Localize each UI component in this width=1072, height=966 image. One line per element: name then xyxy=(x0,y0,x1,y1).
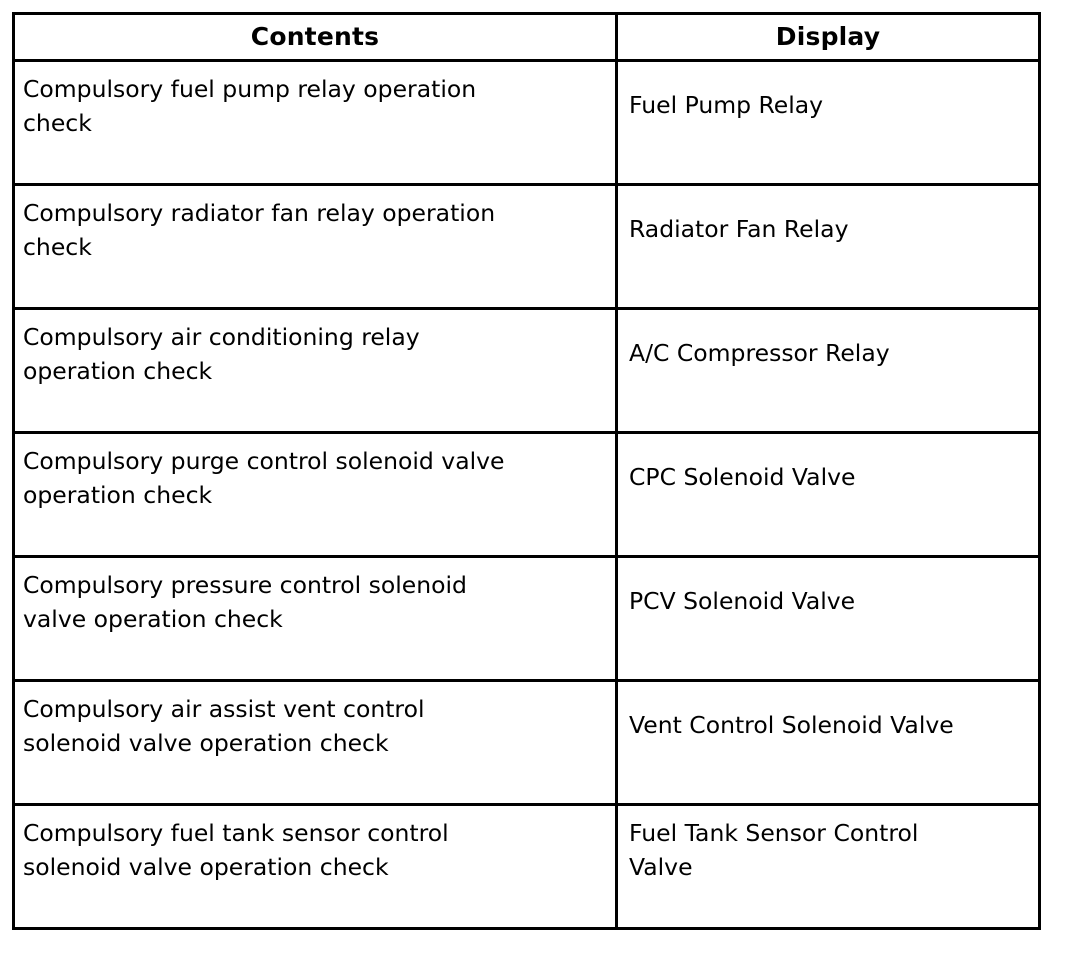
compulsory-operation-check-table: Contents Display Compulsory fuel pump re… xyxy=(12,12,1041,930)
cell-display-text: Fuel Tank Sensor Control Valve xyxy=(629,819,919,881)
cell-contents: Compulsory fuel tank sensor control sole… xyxy=(12,803,618,930)
cell-contents: Compulsory air assist vent control solen… xyxy=(12,679,618,806)
cell-display: Vent Control Solenoid Valve xyxy=(615,679,1041,806)
table-row: Compulsory pressure control solenoid val… xyxy=(12,555,1041,682)
cell-display-text: PCV Solenoid Valve xyxy=(629,587,856,615)
table-body: Compulsory fuel pump relay operation che… xyxy=(12,59,1041,930)
cell-contents: Compulsory air conditioning relay operat… xyxy=(12,307,618,434)
cell-display: Fuel Pump Relay xyxy=(615,59,1041,186)
column-header-display: Display xyxy=(615,12,1041,62)
cell-contents-text: Compulsory air conditioning relay operat… xyxy=(23,323,420,385)
table-row: Compulsory fuel tank sensor control sole… xyxy=(12,803,1041,930)
cell-display-text: Vent Control Solenoid Valve xyxy=(629,711,954,739)
cell-contents: Compulsory purge control solenoid valve … xyxy=(12,431,618,558)
cell-contents: Compulsory pressure control solenoid val… xyxy=(12,555,618,682)
table-header-row: Contents Display xyxy=(12,12,1041,62)
cell-contents: Compulsory radiator fan relay operation … xyxy=(12,183,618,310)
cell-display-text: CPC Solenoid Valve xyxy=(629,463,856,491)
cell-contents: Compulsory fuel pump relay operation che… xyxy=(12,59,618,186)
cell-contents-text: Compulsory purge control solenoid valve … xyxy=(23,447,505,509)
cell-display: CPC Solenoid Valve xyxy=(615,431,1041,558)
cell-display-text: A/C Compressor Relay xyxy=(629,339,890,367)
table-row: Compulsory purge control solenoid valve … xyxy=(12,431,1041,558)
table-row: Compulsory fuel pump relay operation che… xyxy=(12,59,1041,186)
cell-display: Fuel Tank Sensor Control Valve xyxy=(615,803,1041,930)
cell-display: Radiator Fan Relay xyxy=(615,183,1041,310)
cell-display-text: Fuel Pump Relay xyxy=(629,91,824,119)
table-row: Compulsory air assist vent control solen… xyxy=(12,679,1041,806)
cell-contents-text: Compulsory fuel tank sensor control sole… xyxy=(23,819,449,881)
table-row: Compulsory radiator fan relay operation … xyxy=(12,183,1041,310)
cell-display: PCV Solenoid Valve xyxy=(615,555,1041,682)
cell-contents-text: Compulsory pressure control solenoid val… xyxy=(23,571,467,633)
column-header-contents: Contents xyxy=(12,12,618,62)
cell-contents-text: Compulsory air assist vent control solen… xyxy=(23,695,425,757)
cell-contents-text: Compulsory radiator fan relay operation … xyxy=(23,199,496,261)
cell-contents-text: Compulsory fuel pump relay operation che… xyxy=(23,75,477,137)
cell-display-text: Radiator Fan Relay xyxy=(629,215,849,243)
cell-display: A/C Compressor Relay xyxy=(615,307,1041,434)
table-row: Compulsory air conditioning relay operat… xyxy=(12,307,1041,434)
table-header: Contents Display xyxy=(12,12,1041,62)
